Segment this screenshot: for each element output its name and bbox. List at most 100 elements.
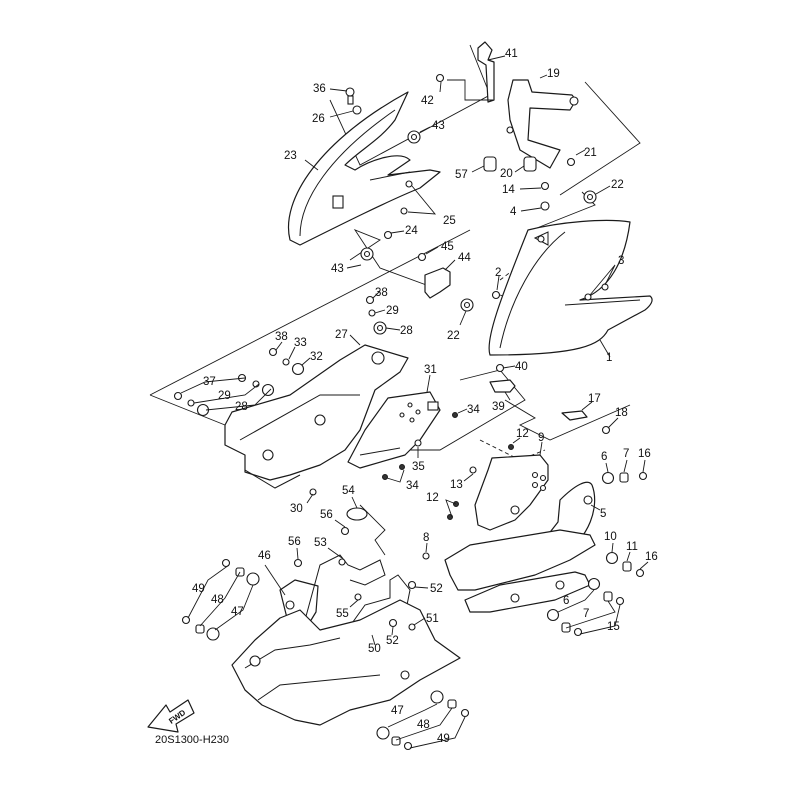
bracket-39 bbox=[489, 379, 516, 393]
clip-13 bbox=[469, 466, 477, 474]
callout-51: 51 bbox=[426, 613, 439, 625]
callout-13: 13 bbox=[450, 479, 463, 491]
callout-3: 3 bbox=[618, 255, 624, 267]
collar-11 bbox=[622, 561, 632, 572]
bolt-15a bbox=[615, 596, 625, 606]
collar-57 bbox=[483, 156, 497, 172]
part-9-inner-guard bbox=[474, 454, 549, 531]
callout-29b: 29 bbox=[218, 390, 231, 402]
collar-4 bbox=[540, 201, 550, 211]
callout-20: 20 bbox=[500, 168, 513, 180]
callout-38a: 38 bbox=[375, 287, 388, 299]
bolt-49a bbox=[221, 558, 231, 568]
guide-line bbox=[559, 81, 641, 196]
callout-34b: 34 bbox=[406, 480, 419, 492]
callout-48a: 48 bbox=[211, 594, 224, 606]
guide-line bbox=[149, 394, 226, 426]
callout-19: 19 bbox=[547, 68, 560, 80]
callout-34a: 34 bbox=[467, 404, 480, 416]
bolt-40 bbox=[495, 363, 505, 373]
callout-12b: 12 bbox=[426, 492, 439, 504]
screw-8 bbox=[422, 552, 430, 560]
callout-35: 35 bbox=[412, 461, 425, 473]
guide-line bbox=[149, 229, 471, 396]
bolt-21 bbox=[566, 157, 576, 167]
callout-29a: 29 bbox=[386, 305, 399, 317]
nut-3a bbox=[584, 293, 592, 301]
part-1-side-cowl-right bbox=[488, 219, 653, 356]
part-53-stay bbox=[304, 554, 386, 621]
callout-12a: 12 bbox=[516, 428, 529, 440]
callout-17: 17 bbox=[588, 393, 601, 405]
callout-33: 33 bbox=[294, 337, 307, 349]
bolt-49b bbox=[181, 615, 191, 625]
hardware bbox=[173, 73, 648, 751]
collar-48b bbox=[195, 624, 205, 634]
callout-38b: 38 bbox=[275, 331, 288, 343]
nut-26 bbox=[352, 105, 362, 115]
fwd-arrow-icon bbox=[147, 699, 195, 733]
callout-50: 50 bbox=[368, 643, 381, 655]
callout-24: 24 bbox=[405, 225, 418, 237]
part-19-cowl-stay bbox=[506, 79, 579, 169]
part-31-inner-cover bbox=[347, 391, 441, 469]
lower-fairing bbox=[231, 599, 461, 726]
callout-46: 46 bbox=[258, 550, 271, 562]
clip-25a bbox=[405, 180, 413, 188]
bolt-45 bbox=[417, 252, 427, 262]
callout-28b: 28 bbox=[235, 401, 248, 413]
callout-39: 39 bbox=[492, 401, 505, 413]
callout-47b: 47 bbox=[391, 705, 404, 717]
callout-23: 23 bbox=[284, 150, 297, 162]
washer-12a bbox=[508, 444, 514, 450]
callout-9: 9 bbox=[538, 432, 544, 444]
grommet-47d bbox=[376, 726, 390, 740]
callout-6b: 6 bbox=[563, 595, 569, 607]
nut-24 bbox=[383, 230, 393, 240]
callout-14: 14 bbox=[502, 184, 515, 196]
guide-line bbox=[349, 229, 441, 291]
guide-line bbox=[405, 369, 526, 451]
bolt-42 bbox=[435, 73, 445, 83]
callout-2: 2 bbox=[495, 267, 501, 279]
forward-direction-indicator: FWD bbox=[147, 699, 195, 733]
callout-21: 21 bbox=[584, 147, 597, 159]
callout-37: 37 bbox=[203, 376, 216, 388]
callout-6a: 6 bbox=[601, 451, 607, 463]
collar-48d bbox=[391, 736, 401, 746]
nut-55 bbox=[354, 593, 362, 601]
callout-31: 31 bbox=[424, 364, 437, 376]
callout-26: 26 bbox=[312, 113, 325, 125]
callout-44: 44 bbox=[458, 252, 471, 264]
bolt-56a bbox=[293, 558, 303, 568]
callout-leaders bbox=[180, 55, 649, 749]
callout-1: 1 bbox=[606, 352, 612, 364]
bolt-52b bbox=[388, 618, 398, 628]
callout-28a: 28 bbox=[400, 325, 413, 337]
callout-7b: 7 bbox=[583, 608, 589, 620]
bolt-49d bbox=[403, 741, 413, 751]
nut-2 bbox=[491, 290, 501, 300]
callout-16b: 16 bbox=[645, 551, 658, 563]
collar-6b bbox=[587, 577, 601, 591]
part-23-upper-cowl-left bbox=[288, 91, 441, 246]
callout-43a: 43 bbox=[432, 120, 445, 132]
callout-25: 25 bbox=[443, 215, 456, 227]
callout-22b: 22 bbox=[447, 330, 460, 342]
grommet-47a bbox=[246, 572, 260, 586]
collar-29c bbox=[187, 399, 195, 407]
bracket-17 bbox=[561, 410, 588, 421]
bolt-16a bbox=[638, 471, 648, 481]
bolt-38-upper bbox=[365, 295, 375, 305]
callout-48b: 48 bbox=[417, 719, 430, 731]
bolt-49c bbox=[460, 708, 470, 718]
bolt-36 bbox=[345, 87, 355, 97]
callout-10: 10 bbox=[604, 531, 617, 543]
grommet-32 bbox=[291, 362, 305, 376]
callout-30: 30 bbox=[290, 503, 303, 515]
collar-29-upper bbox=[368, 309, 376, 317]
bolt-14 bbox=[540, 181, 550, 191]
nut-51 bbox=[408, 623, 416, 631]
clip bbox=[427, 401, 439, 411]
